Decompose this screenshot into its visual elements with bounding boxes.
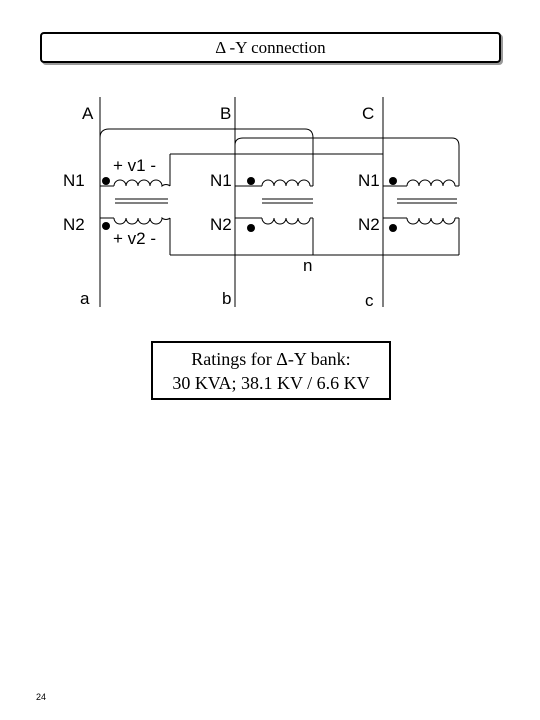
secondary-coil-c: [383, 217, 460, 255]
ratings-line-1: Ratings for Δ-Y bank:: [191, 348, 351, 369]
n1-label-a: N1: [63, 171, 85, 190]
slide-title: Δ -Y connection: [215, 37, 326, 57]
voltage-label-v2: + v2 -: [113, 229, 156, 248]
polarity-dot-c-primary: [389, 177, 397, 185]
polarity-dot-b-primary: [247, 177, 255, 185]
core-a: [115, 198, 168, 204]
phase-label-b: b: [222, 289, 231, 308]
n2-label-c: N2: [358, 215, 380, 234]
title-box: Δ -Y connection: [40, 32, 501, 63]
phase-label-C: C: [362, 104, 374, 123]
polarity-dot-b-secondary: [247, 224, 255, 232]
polarity-dot-c-secondary: [389, 224, 397, 232]
polarity-dot-a-primary: [102, 177, 110, 185]
primary-coil-c: [383, 179, 459, 187]
primary-coil-b: [235, 179, 313, 187]
secondary-coil-b: [235, 217, 314, 255]
polarity-dot-a-secondary: [102, 222, 110, 230]
secondary-coil-a: [100, 216, 171, 255]
n2-label-b: N2: [210, 215, 232, 234]
primary-coil-a: [100, 179, 171, 188]
page-number: 24: [36, 692, 47, 702]
n1-label-c: N1: [358, 171, 380, 190]
n2-label-a: N2: [63, 215, 85, 234]
core-b: [262, 198, 313, 204]
ratings-line-2: 30 KVA; 38.1 KV / 6.6 KV: [172, 372, 370, 393]
phase-label-a: a: [80, 289, 90, 308]
delta-link-ab: [99, 128, 314, 186]
n1-label-b: N1: [210, 171, 232, 190]
phase-label-B: B: [220, 104, 231, 123]
core-c: [397, 198, 457, 204]
ratings-box: Ratings for Δ-Y bank: 30 KVA; 38.1 KV / …: [151, 341, 391, 400]
voltage-label-v1: + v1 -: [113, 156, 156, 175]
phase-label-A: A: [82, 104, 94, 123]
delta-link-bc: [234, 137, 460, 186]
phase-label-c: c: [365, 291, 374, 310]
neutral-label: n: [303, 256, 312, 275]
